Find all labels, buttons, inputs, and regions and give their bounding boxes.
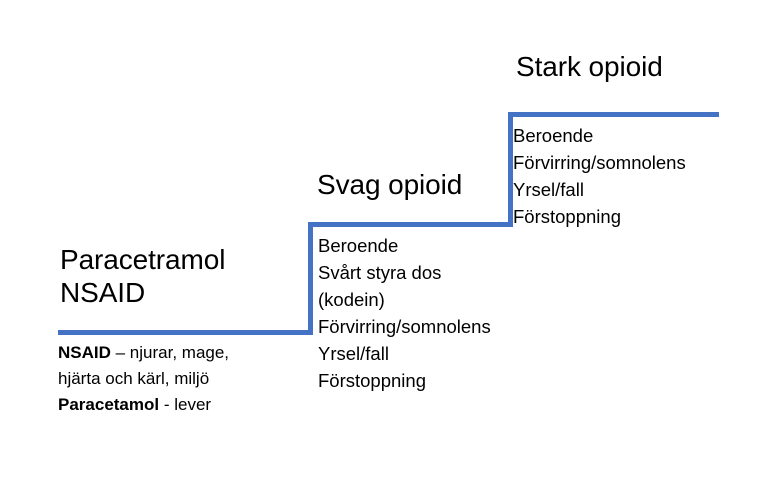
body-line: Förstoppning bbox=[318, 370, 426, 391]
body-line: Yrsel/fall bbox=[513, 179, 584, 200]
body-line: Svårt styra dos bbox=[318, 262, 442, 283]
body-line: Förvirring/somnolens bbox=[513, 152, 686, 173]
stair-tread-step3 bbox=[508, 112, 719, 117]
stair-riser-step1-to-step2 bbox=[308, 222, 313, 335]
description-line-bold: Paracetamol bbox=[58, 395, 160, 414]
stair-tread-step1 bbox=[58, 330, 313, 335]
description-line: NSAID – njurar, mage, bbox=[58, 340, 229, 366]
description-line-rest: – njurar, mage, bbox=[110, 343, 230, 362]
description-line: Paracetamol - lever bbox=[58, 392, 229, 418]
step-description-paracetamol-nsaid: NSAID – njurar, mage, hjärta och kärl, m… bbox=[58, 340, 229, 418]
description-line-bold: NSAID bbox=[58, 343, 111, 362]
step-title-svag-opioid: Svag opioid bbox=[317, 169, 463, 200]
stair-riser-step2-to-step3 bbox=[508, 112, 513, 227]
step-title-stark-opioid: Stark opioid bbox=[516, 51, 663, 82]
body-line: Förstoppning bbox=[513, 206, 621, 227]
body-line: (kodein) bbox=[318, 289, 385, 310]
description-line-rest: - lever bbox=[159, 395, 212, 414]
description-line: hjärta och kärl, miljö bbox=[58, 366, 229, 392]
stair-tread-step2 bbox=[308, 222, 513, 227]
body-line: Beroende bbox=[318, 235, 399, 256]
body-line: Yrsel/fall bbox=[318, 343, 389, 364]
body-line: Förvirring/somnolens bbox=[318, 316, 491, 337]
description-line-rest: hjärta och kärl, miljö bbox=[58, 369, 210, 388]
body-line: Beroende bbox=[513, 125, 594, 146]
step-body-stark-opioid: Beroende Förvirring/somnolens Yrsel/fall… bbox=[513, 122, 686, 230]
step-body-svag-opioid: Beroende Svårt styra dos (kodein) Förvir… bbox=[318, 232, 491, 394]
step-title-paracetamol-nsaid: Paracetramol NSAID bbox=[60, 244, 226, 308]
